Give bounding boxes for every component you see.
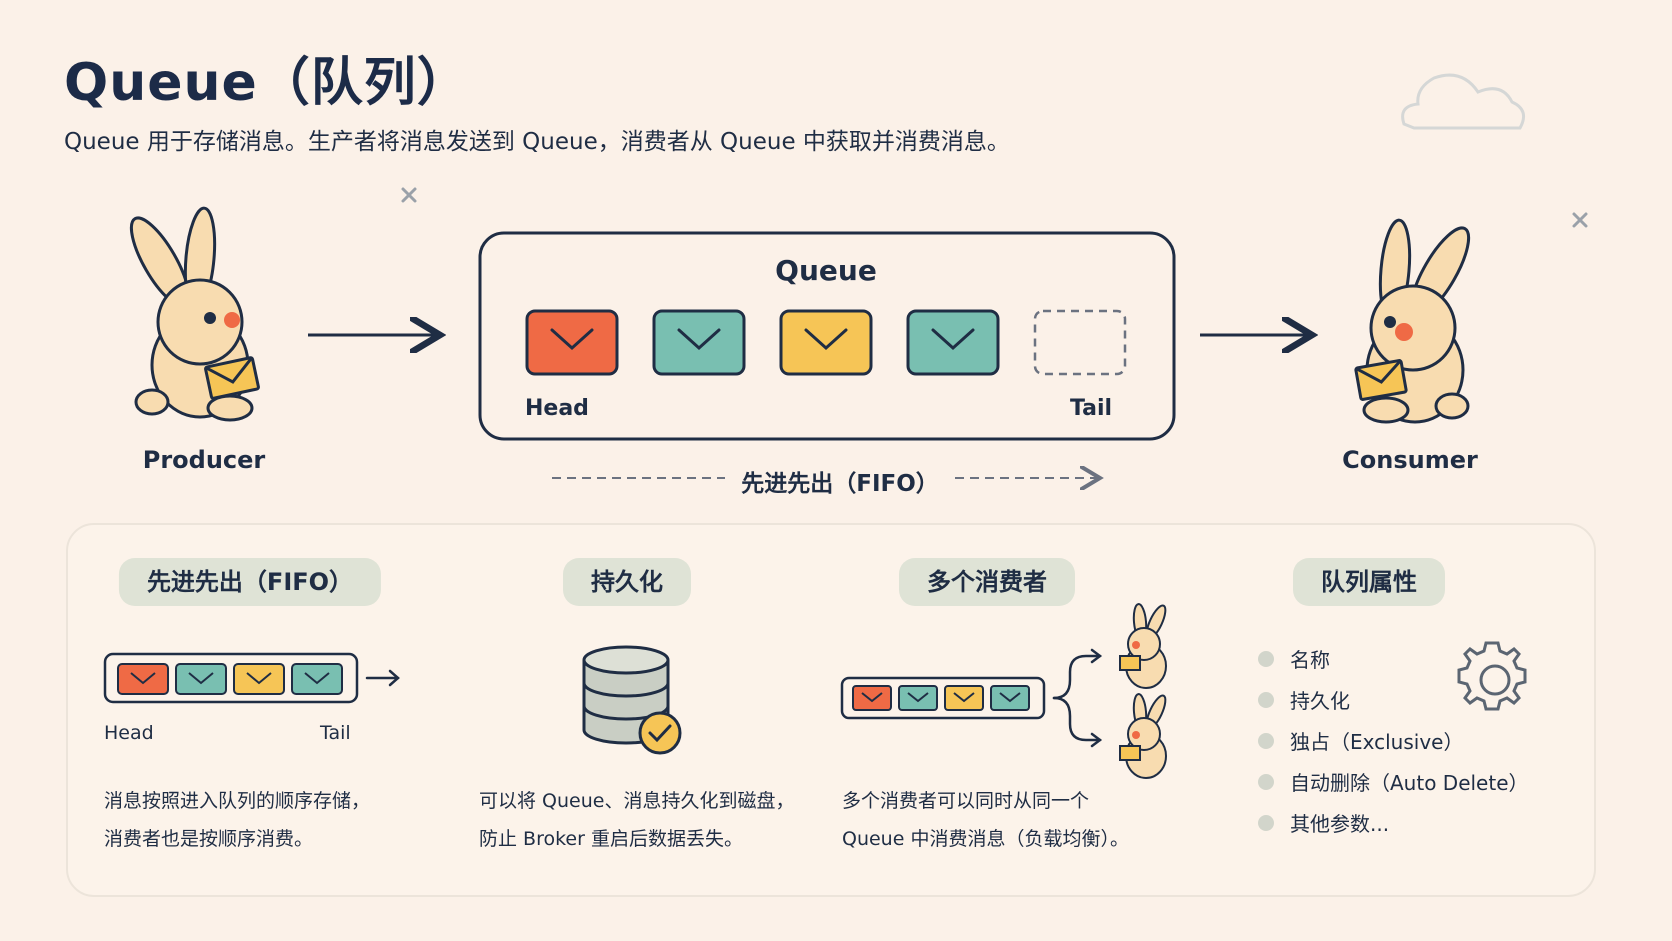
bullet-dot — [1258, 774, 1274, 790]
feature-title-fifo: 先进先出（FIFO） — [118, 558, 382, 606]
multi-consumer-desc-line2: Queue 中消费消息（负载均衡）。 — [842, 828, 1129, 850]
bullet-dot — [1258, 651, 1274, 667]
message-teal — [652, 309, 746, 376]
page-title: Queue（队列） — [64, 53, 470, 113]
envelope-icon — [1354, 359, 1408, 401]
bullet-dot — [1258, 692, 1274, 708]
attribute-item: 其他参数... — [1290, 812, 1390, 836]
fifo-caption: 先进先出（FIFO） — [741, 471, 939, 497]
message-teal — [906, 309, 1000, 376]
message-yellow — [779, 309, 873, 376]
fifo-desc-line1: 消息按照进入队列的顺序存储， — [104, 790, 371, 812]
attribute-item: 自动删除（Auto Delete） — [1290, 771, 1529, 795]
feature-title-multi-consumer: 多个消费者 — [899, 558, 1075, 606]
gear-icon — [1457, 641, 1527, 711]
mini-head-label: Head — [104, 722, 154, 744]
page-subtitle: Queue 用于存储消息。生产者将消息发送到 Queue，消费者从 Queue … — [64, 129, 1010, 155]
message-red — [525, 309, 619, 376]
consumer-label: Consumer — [1342, 446, 1478, 474]
envelope-icon — [204, 356, 260, 400]
check-icon — [638, 711, 682, 755]
rabbit-icon — [1119, 603, 1167, 689]
durable-desc-line2: 防止 Broker 重启后数据丢失。 — [479, 828, 743, 850]
branch-arrows — [1052, 648, 1103, 748]
attribute-item: 独占（Exclusive） — [1290, 730, 1464, 754]
mini-queue — [103, 652, 359, 704]
feature-title-durable: 持久化 — [563, 558, 691, 606]
queue-container — [478, 231, 1176, 441]
arrow-right-icon — [365, 669, 400, 687]
producer-label: Producer — [142, 446, 266, 474]
empty-slot — [1033, 309, 1127, 376]
mini-tail-label: Tail — [320, 722, 351, 744]
mini-queue — [840, 676, 1046, 720]
close-icon — [401, 187, 417, 203]
attribute-item: 名称 — [1290, 648, 1330, 672]
fifo-desc-line2: 消费者也是按顺序消费。 — [104, 828, 314, 850]
head-label: Head — [525, 396, 589, 421]
tail-label: Tail — [1070, 396, 1113, 421]
rabbit-icon — [1119, 693, 1167, 779]
durable-desc-line1: 可以将 Queue、消息持久化到磁盘， — [479, 790, 795, 812]
feature-title-attributes: 队列属性 — [1293, 558, 1445, 606]
bullet-dot — [1258, 815, 1274, 831]
rabbit-icon — [129, 206, 254, 422]
cloud-icon — [1401, 73, 1526, 130]
attribute-item: 持久化 — [1290, 689, 1350, 713]
bullet-dot — [1258, 733, 1274, 749]
queue-title: Queue — [775, 254, 877, 287]
multi-consumer-desc-line1: 多个消费者可以同时从同一个 — [842, 790, 1090, 812]
close-icon — [1572, 212, 1588, 228]
